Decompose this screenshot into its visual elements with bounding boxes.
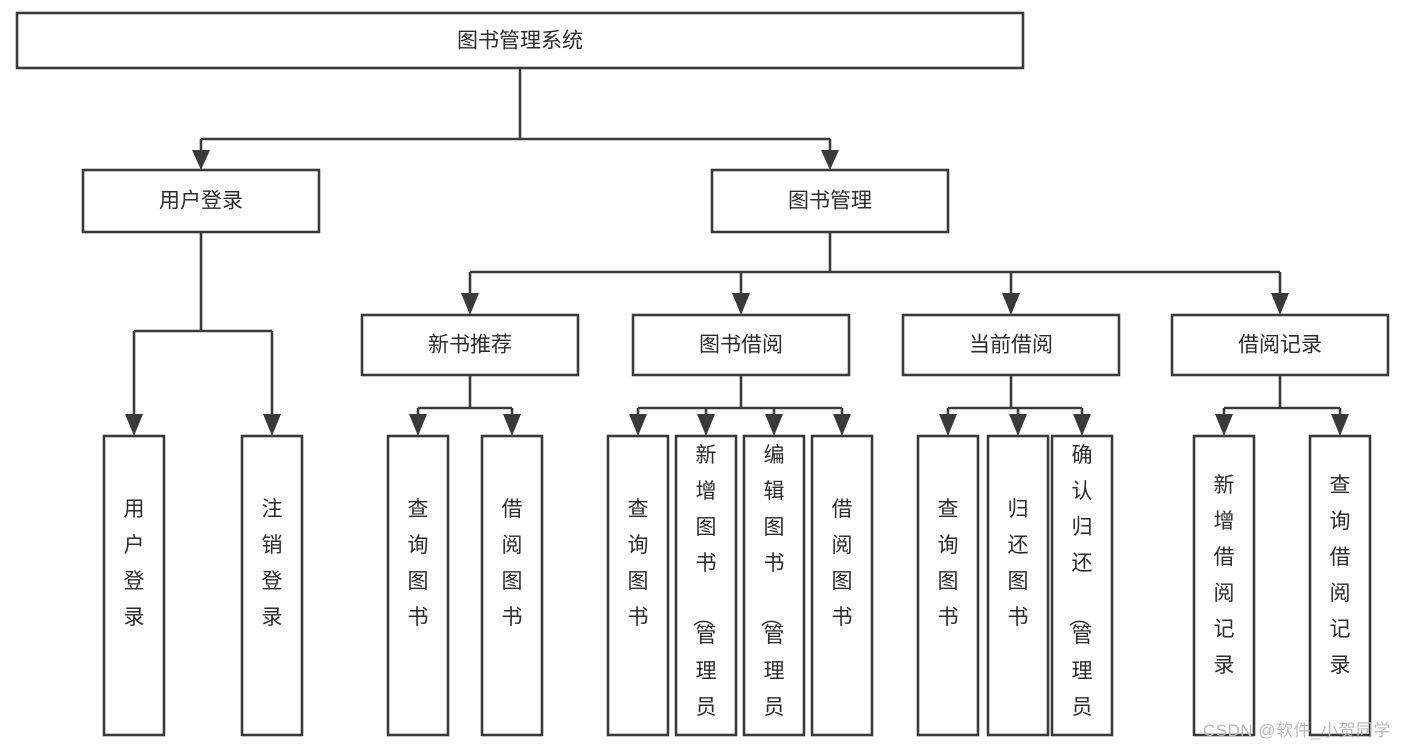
leaf-edit-book-admin-box[interactable] (742, 434, 806, 737)
arrow-head-leaf-borrow-book-1 (503, 414, 521, 436)
node-book-borrow-box[interactable] (631, 313, 851, 377)
leaf-query-book-c[interactable]: 查询图书 (916, 434, 980, 737)
leaf-query-book-c-box[interactable] (916, 434, 980, 737)
leaf-logout-box[interactable] (240, 434, 304, 737)
connectors-book-mgmt-to-level3 (461, 232, 1289, 315)
arrow-head-leaf-add-record (1215, 414, 1233, 436)
node-borrow-record-label: 借阅记录 (1238, 334, 1322, 357)
node-current-borrow-label: 当前借阅 (969, 334, 1053, 357)
connectors-book-borrow-to-leaves (629, 375, 851, 436)
leaf-add-book-admin-label: 新增图书（管理员） (691, 444, 717, 747)
arrow-head-leaf-return-book (1009, 414, 1027, 436)
leaf-edit-book-admin-label: 编辑图书（管理员） (759, 444, 785, 747)
node-root-label: 图书管理系统 (457, 30, 583, 53)
leaf-query-book-a[interactable]: 查询图书 (386, 434, 450, 737)
arrow-head-new-book (461, 293, 479, 315)
arrow-head-current-borrow (1002, 293, 1020, 315)
node-new-book-recommend-box[interactable] (360, 313, 580, 377)
connectors-user-login-to-leaves (125, 232, 281, 436)
leaf-query-book-b-label: 查询图书 (628, 498, 649, 629)
leaf-query-borrow-record[interactable]: 查询借阅记录 (1308, 434, 1372, 737)
leaf-query-book-b[interactable]: 查询图书 (606, 434, 670, 737)
leaf-query-borrow-record-box[interactable] (1308, 434, 1372, 737)
node-user-login-box[interactable] (81, 168, 321, 234)
node-current-borrow[interactable]: 当前借阅 (901, 313, 1121, 377)
arrow-head-leaf-logout (263, 414, 281, 436)
connectors-root-to-level2 (192, 68, 839, 170)
leaf-query-book-a-label: 查询图书 (408, 498, 429, 629)
arrow-head-borrow-record (1271, 293, 1289, 315)
leaf-query-book-c-label: 查询图书 (938, 498, 959, 629)
leaf-borrow-book-b-label: 借阅图书 (832, 498, 853, 629)
leaf-borrow-book-a-label: 借阅图书 (502, 498, 523, 629)
leaf-user-login[interactable]: 用户登录 (102, 434, 166, 737)
node-root[interactable]: 图书管理系统 (15, 11, 1025, 70)
leaf-query-book-a-box[interactable] (386, 434, 450, 737)
node-book-borrow[interactable]: 图书借阅 (631, 313, 851, 377)
arrow-head-leaf-borrow-book-2 (833, 414, 851, 436)
node-book-management-label: 图书管理 (788, 190, 872, 213)
leaf-return-book-box[interactable] (986, 434, 1050, 737)
leaf-return-book-label: 归还图书 (1008, 498, 1029, 629)
node-new-book-recommend[interactable]: 新书推荐 (360, 313, 580, 377)
arrow-head-leaf-query-book-3 (939, 414, 957, 436)
arrow-head-leaf-user-login (125, 414, 143, 436)
node-user-login[interactable]: 用户登录 (81, 168, 321, 234)
arrow-head-leaf-edit-book (765, 414, 783, 436)
arrow-head-leaf-query-book-2 (629, 414, 647, 436)
leaf-borrow-book-b-box[interactable] (810, 434, 874, 737)
leaf-logout[interactable]: 注销登录 (240, 434, 304, 737)
arrow-head-leaf-query-book-1 (409, 414, 427, 436)
node-new-book-recommend-label: 新书推荐 (428, 334, 512, 357)
connectors-new-book-to-leaves (409, 375, 521, 436)
arrow-head-leaf-add-book (697, 414, 715, 436)
arrow-head-book-mgmt (821, 150, 839, 170)
leaf-add-borrow-record[interactable]: 新增借阅记录 (1192, 434, 1256, 737)
node-user-login-label: 用户登录 (159, 190, 243, 213)
leaf-edit-book-admin[interactable]: 编辑图书（管理员） (742, 434, 806, 747)
leaf-query-borrow-record-label: 查询借阅记录 (1330, 474, 1351, 677)
leaf-user-login-box[interactable] (102, 434, 166, 737)
leaf-query-book-b-box[interactable] (606, 434, 670, 737)
leaf-confirm-return-admin-box[interactable] (1050, 434, 1114, 737)
leaf-user-login-label: 用户登录 (124, 498, 145, 629)
leaf-borrow-book-b[interactable]: 借阅图书 (810, 434, 874, 737)
leaf-add-book-admin-box[interactable] (674, 434, 738, 737)
connectors-current-borrow-to-leaves (939, 375, 1091, 436)
leaf-confirm-return-admin-label: 确认归还（管理员） (1067, 444, 1093, 747)
arrow-head-leaf-confirm-return (1073, 414, 1091, 436)
arrow-head-user-login (192, 150, 210, 170)
leaf-borrow-book-a[interactable]: 借阅图书 (480, 434, 544, 737)
leaf-confirm-return-admin[interactable]: 确认归还（管理员） (1050, 434, 1114, 747)
connectors-borrow-record-to-leaves (1215, 375, 1349, 436)
leaf-add-borrow-record-label: 新增借阅记录 (1214, 474, 1235, 677)
leaf-return-book[interactable]: 归还图书 (986, 434, 1050, 737)
node-root-box[interactable] (15, 11, 1025, 70)
leaf-logout-label: 注销登录 (262, 498, 283, 629)
arrow-head-leaf-query-record (1331, 414, 1349, 436)
leaf-add-book-admin[interactable]: 新增图书（管理员） (674, 434, 738, 747)
node-borrow-record[interactable]: 借阅记录 (1170, 313, 1390, 377)
node-borrow-record-box[interactable] (1170, 313, 1390, 377)
node-book-management[interactable]: 图书管理 (710, 168, 950, 234)
node-book-borrow-label: 图书借阅 (699, 334, 783, 357)
node-current-borrow-box[interactable] (901, 313, 1121, 377)
arrow-head-book-borrow (732, 293, 750, 315)
leaf-borrow-book-a-box[interactable] (480, 434, 544, 737)
leaf-add-borrow-record-box[interactable] (1192, 434, 1256, 737)
node-book-management-box[interactable] (710, 168, 950, 234)
